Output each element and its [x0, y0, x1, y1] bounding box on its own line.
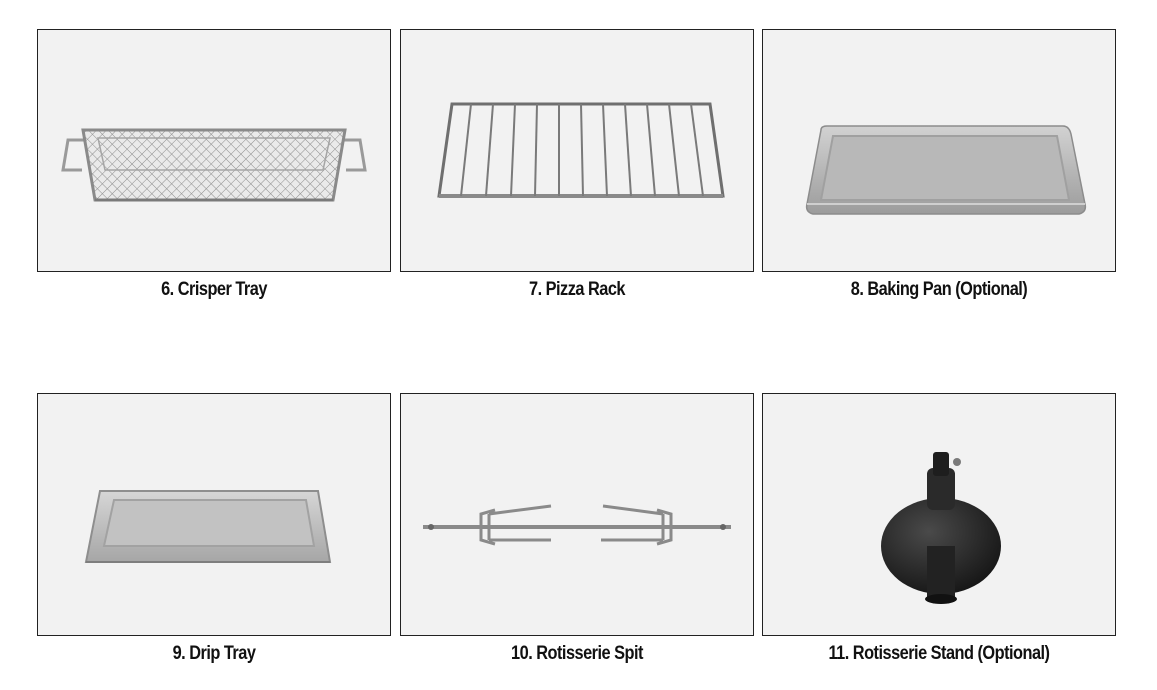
crisper-tray-photo [37, 29, 391, 272]
baking-pan-photo [762, 29, 1116, 272]
baking-pan-caption: 8. Baking Pan (Optional) [850, 279, 1028, 300]
rotisserie-stand-photo [762, 393, 1116, 636]
rotisserie-spit-image [423, 504, 731, 546]
rotisserie-stand-caption: 11. Rotisserie Stand (Optional) [828, 643, 1051, 664]
drip-tray-photo [37, 393, 391, 636]
rotisserie-spit-photo [400, 393, 754, 636]
crisper-tray-caption: 6. Crisper Tray [161, 279, 267, 300]
pizza-rack-image [437, 102, 725, 198]
rotisserie-stand-image [881, 452, 1001, 604]
drip-tray-image [84, 490, 332, 563]
pizza-rack-caption: 7. Pizza Rack [529, 279, 625, 300]
baking-pan-image [805, 125, 1087, 215]
crisper-tray-image [61, 128, 367, 202]
rotisserie-spit-caption: 10. Rotisserie Spit [511, 643, 643, 664]
pizza-rack-photo [400, 29, 754, 272]
drip-tray-caption: 9. Drip Tray [172, 643, 256, 664]
